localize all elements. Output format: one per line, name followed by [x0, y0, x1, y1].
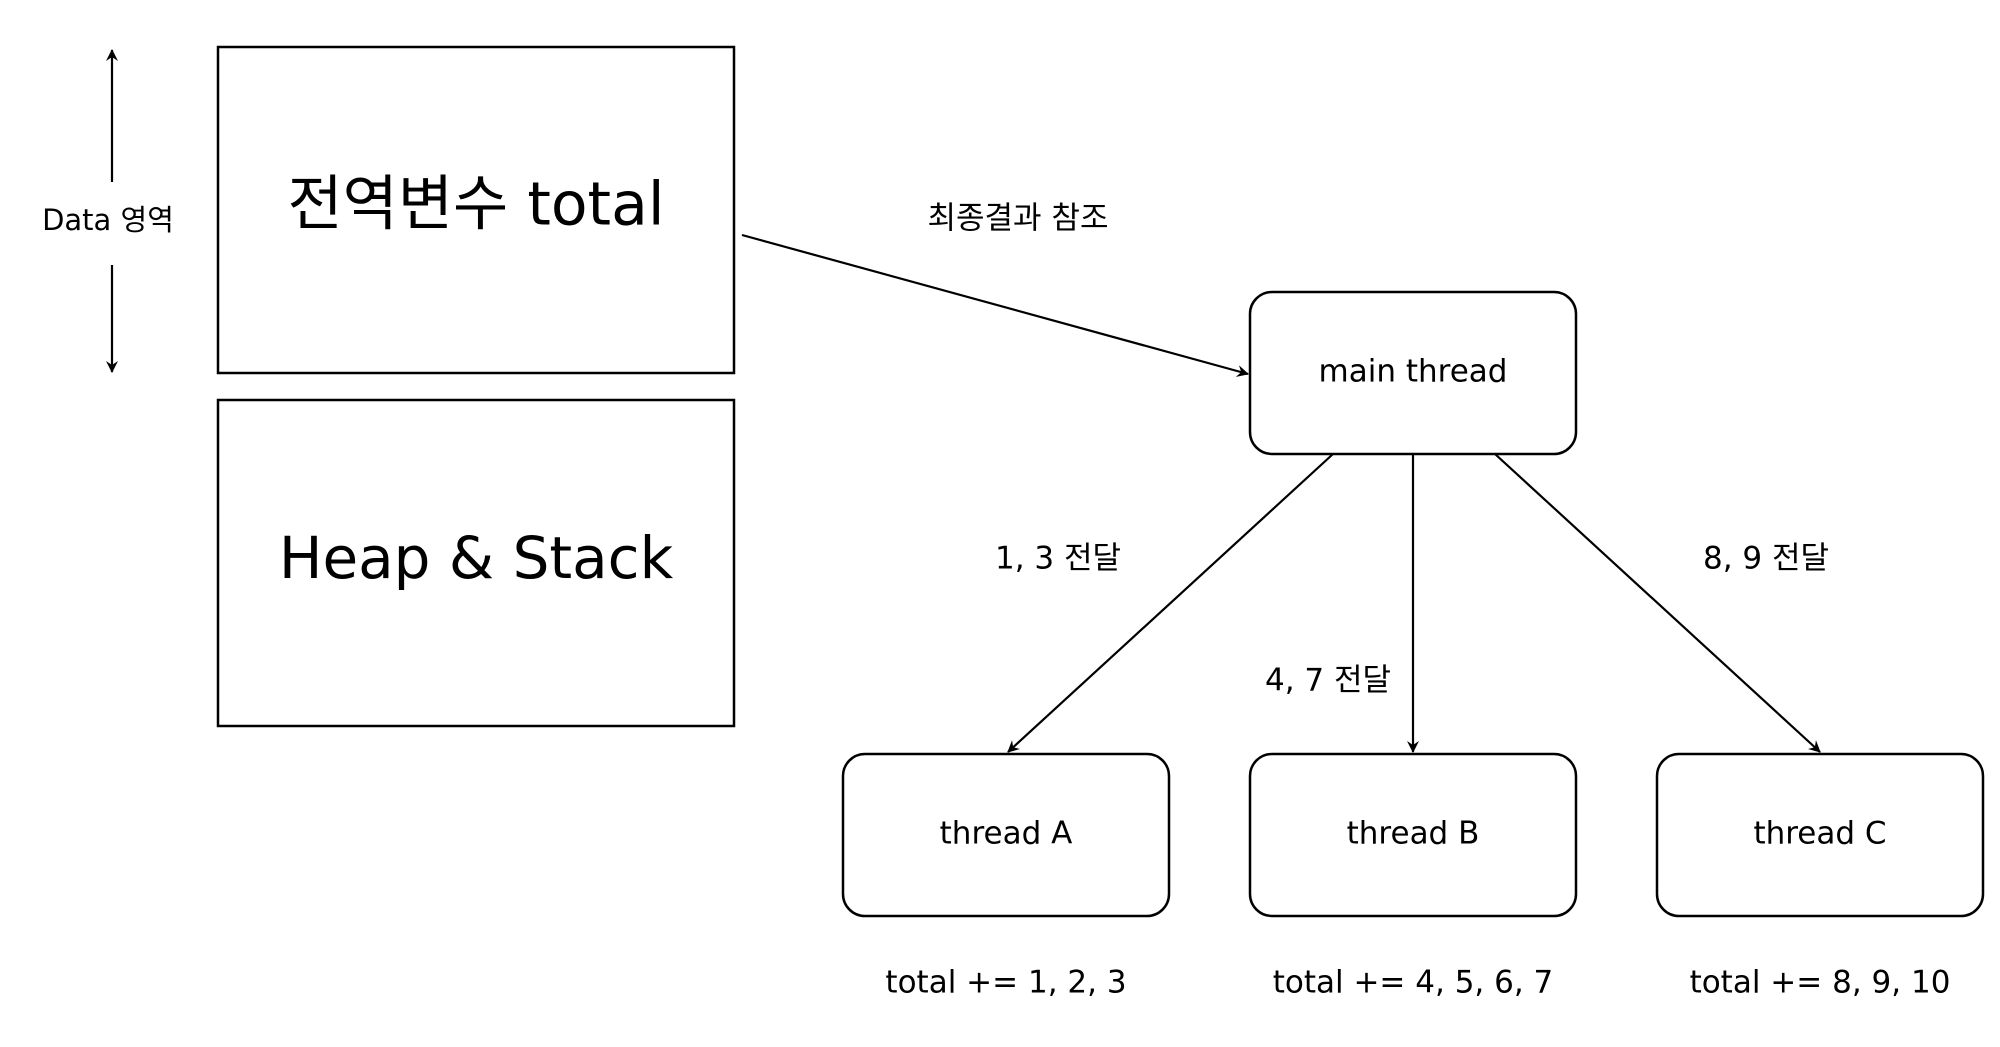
- thread-c-label: thread C: [1753, 816, 1886, 852]
- heap-stack-box: Heap & Stack: [216, 398, 736, 728]
- reference-arrow-label: 최종결과 참조: [928, 201, 1109, 237]
- data-area-indicator: Data 영역: [42, 49, 174, 373]
- thread-a-node: thread A: [841, 752, 1171, 918]
- thread-a-result: total += 1, 2, 3: [885, 965, 1126, 1001]
- heap-stack-label: Heap & Stack: [279, 524, 674, 592]
- edge-label-thread-b: 4, 7 전달: [1265, 663, 1391, 699]
- main-thread-node: main thread: [1248, 290, 1578, 456]
- thread-c-result: total += 8, 9, 10: [1690, 965, 1951, 1001]
- thread-b-node: thread B: [1248, 752, 1578, 918]
- edge-main-to-thread-a: [1007, 453, 1334, 753]
- main-thread-label: main thread: [1319, 354, 1508, 390]
- thread-c-node: thread C: [1655, 752, 1985, 918]
- edge-main-to-thread-c: [1494, 453, 1821, 753]
- thread-a-label: thread A: [940, 816, 1073, 852]
- thread-b-label: thread B: [1347, 816, 1480, 852]
- edge-label-thread-a: 1, 3 전달: [995, 541, 1121, 577]
- global-variable-label: 전역변수 total: [287, 170, 664, 240]
- reference-arrow: [741, 233, 1249, 377]
- global-variable-box: 전역변수 total: [216, 45, 736, 375]
- edge-label-thread-c: 8, 9 전달: [1703, 541, 1829, 577]
- thread-b-result: total += 4, 5, 6, 7: [1273, 965, 1554, 1001]
- data-area-label: Data 영역: [42, 203, 174, 237]
